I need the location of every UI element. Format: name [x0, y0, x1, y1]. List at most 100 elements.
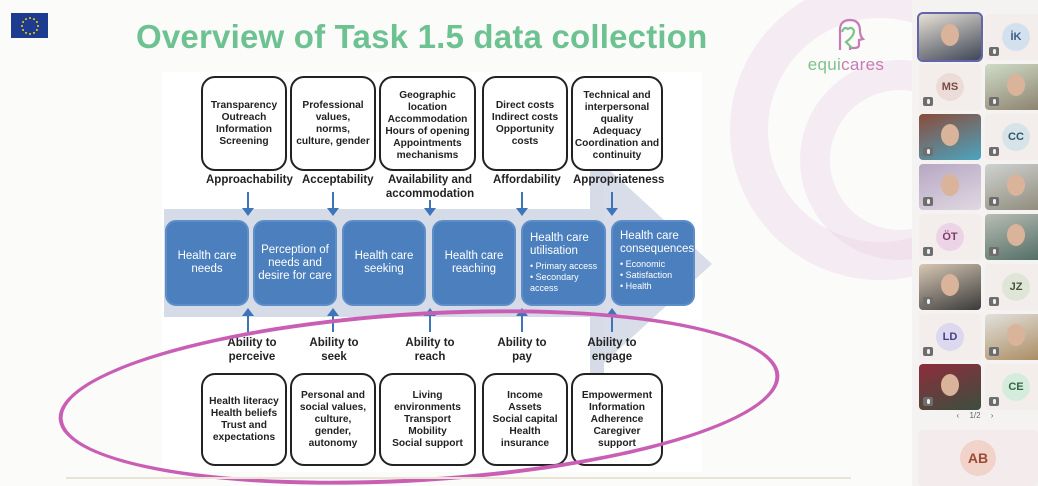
- participants-panel: İK MS CC ÖT JZ LD CE ‹ 1/2 › AB: [912, 0, 1038, 486]
- participant-tile[interactable]: MS: [919, 64, 981, 110]
- participant-tile[interactable]: CC: [985, 114, 1038, 160]
- box-line: Geographic: [399, 90, 456, 101]
- dimension-label: Availability and accommodation: [385, 174, 475, 200]
- box-line: Health: [509, 425, 541, 437]
- box-line: Economic: [620, 259, 672, 270]
- box-line: Assets: [508, 401, 542, 413]
- dimension-label: Affordability: [493, 174, 561, 186]
- mic-muted-icon: [923, 397, 933, 406]
- box-line: Personal and: [301, 389, 365, 401]
- participant-tile[interactable]: [919, 364, 981, 410]
- mic-muted-icon: [989, 297, 999, 306]
- stage-bullets: EconomicSatisfactionHealth: [620, 259, 673, 292]
- avatar: ÖT: [936, 223, 964, 251]
- prev-page-button[interactable]: ‹: [956, 411, 960, 420]
- ability-label: Ability to seek: [309, 337, 359, 363]
- ability-label: Ability to engage: [587, 337, 637, 363]
- participant-tile[interactable]: [985, 64, 1038, 110]
- arrow-down: [424, 200, 436, 216]
- box-line: continuity: [592, 150, 642, 161]
- box-line: Trust and: [221, 419, 267, 431]
- mic-muted-icon: [989, 147, 999, 156]
- stage-reaching: Health care reaching: [432, 220, 516, 306]
- participant-tile[interactable]: [919, 264, 981, 310]
- arrow-up: [516, 308, 528, 332]
- logo-text-accent: cares: [841, 55, 885, 74]
- arrow-down: [606, 192, 618, 216]
- eu-flag-icon: [11, 13, 48, 38]
- mic-muted-icon: [989, 197, 999, 206]
- box-line: Secondary access: [530, 272, 598, 294]
- participant-tile[interactable]: [917, 12, 983, 62]
- participant-tile[interactable]: LD: [919, 314, 981, 360]
- dimension-label: Appropriateness: [573, 174, 665, 186]
- mic-muted-icon: [989, 397, 999, 406]
- stage-title: Health care seeking: [354, 250, 414, 275]
- participant-video: [941, 274, 959, 296]
- mic-muted-icon: [923, 147, 933, 156]
- box-line: Mobility: [408, 425, 447, 437]
- arrow-down: [516, 192, 528, 216]
- box-line: Social capital: [492, 413, 558, 425]
- avatar: MS: [936, 73, 964, 101]
- box-line: Screening: [219, 136, 269, 147]
- ability-label: Ability to reach: [405, 337, 455, 363]
- box-line: insurance: [500, 437, 550, 449]
- box-line: Hours of opening: [385, 126, 470, 137]
- participant-tile[interactable]: [985, 164, 1038, 210]
- box-line: culture,: [314, 413, 352, 425]
- stage-bullets: Primary accessSecondary access: [530, 261, 598, 294]
- mic-muted-icon: [923, 247, 933, 256]
- page-indicator: 1/2: [969, 411, 981, 420]
- arrow-up: [424, 308, 436, 332]
- box-line: support: [598, 437, 636, 449]
- participant-tile[interactable]: ÖT: [919, 214, 981, 260]
- participant-video: [941, 374, 959, 396]
- participant-tile[interactable]: CE: [985, 364, 1038, 410]
- footer-divider: [66, 477, 851, 479]
- participant-tile[interactable]: JZ: [985, 264, 1038, 310]
- shared-slide: Overview of Task 1.5 data collection equ…: [0, 0, 912, 486]
- box-line: Social support: [392, 437, 463, 449]
- stage-title: Perception of needs and desire for care: [258, 243, 332, 282]
- box-line: interpersonal: [584, 102, 650, 113]
- box-line: location: [407, 102, 448, 113]
- featured-participant-tile[interactable]: AB: [918, 430, 1038, 486]
- head-heart-icon: [838, 18, 866, 50]
- mic-muted-icon: [923, 297, 933, 306]
- box-line: Health beliefs: [210, 407, 278, 419]
- avatar: İK: [1002, 23, 1030, 51]
- box-line: Transparency: [210, 100, 278, 111]
- stage-title: Health care needs: [177, 250, 237, 275]
- avatar: AB: [960, 440, 996, 476]
- box-line: gender,: [314, 425, 352, 437]
- box-line: values,: [315, 112, 351, 123]
- participant-tile[interactable]: [985, 314, 1038, 360]
- mic-muted-icon: [923, 197, 933, 206]
- box-line: Indirect costs: [491, 112, 559, 123]
- participant-tile[interactable]: [985, 214, 1038, 260]
- avatar: CE: [1002, 373, 1030, 401]
- logo-text: equi: [807, 55, 842, 74]
- box-line: Income: [507, 389, 543, 401]
- next-page-button[interactable]: ›: [990, 411, 994, 420]
- stage-utilisation: Health care utilisation Primary accessSe…: [521, 220, 606, 306]
- mic-muted-icon: [989, 247, 999, 256]
- box-line: Health: [620, 281, 672, 292]
- stage-health-care-needs: Health care needs: [165, 220, 249, 306]
- participant-video: [941, 124, 959, 146]
- box-line: expectations: [212, 431, 276, 443]
- stage-consequences: Health care consequences EconomicSatisfa…: [611, 220, 695, 306]
- participant-tile[interactable]: [919, 114, 981, 160]
- avatar: LD: [936, 323, 964, 351]
- participant-tile[interactable]: İK: [985, 14, 1038, 60]
- participant-tile[interactable]: [919, 164, 981, 210]
- box-line: environments: [394, 401, 461, 413]
- participant-video: [941, 24, 959, 46]
